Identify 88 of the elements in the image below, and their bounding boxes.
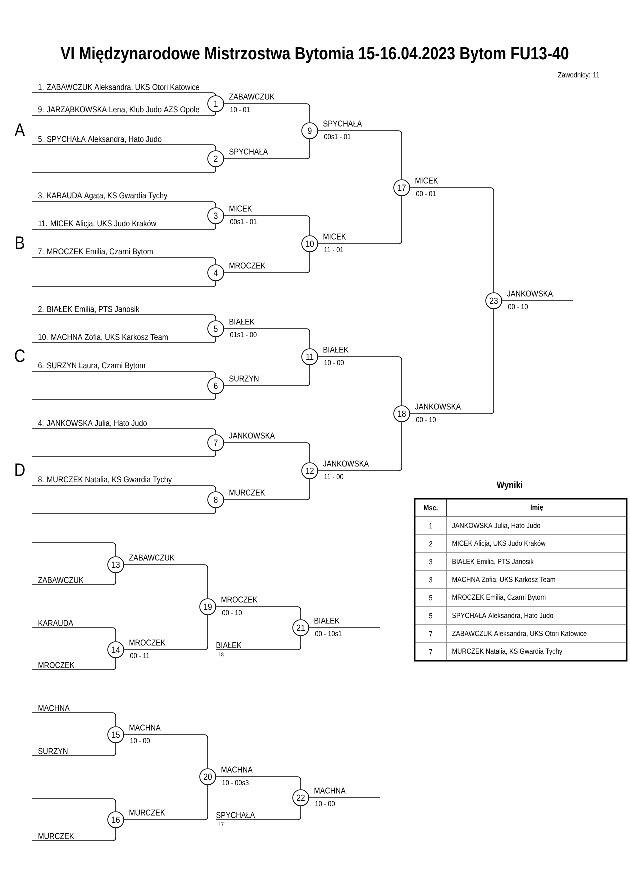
winner-name: BIAŁEK (324, 346, 349, 353)
bracket-line (318, 196, 402, 244)
bracket-line (318, 356, 402, 406)
competitor-name: 10. MACHNA Zofia, UKS Karkosz Team (38, 334, 168, 342)
bracket-line (32, 202, 216, 208)
competitor-name: SURZYN (38, 748, 68, 754)
competitor-name: 8. MURCZEK Natalia, KS Gwardia Tychy (38, 476, 172, 484)
bracket-line (224, 216, 310, 236)
winner-name: JANKOWSKA (229, 432, 276, 439)
winner-name: MACHNA (314, 788, 346, 794)
bracket-line (32, 144, 216, 151)
bracket-line (224, 479, 310, 500)
bracket-line (224, 252, 310, 274)
pool-letter: B (16, 236, 24, 250)
bracket-line (124, 615, 208, 650)
bracket-line (216, 636, 302, 650)
competitor-name: 2. BIAŁEK Emilia, PTS Janosik (38, 306, 140, 314)
bracket-line (32, 628, 116, 642)
bracket-line (216, 606, 302, 620)
winner-name: MROCZEK (130, 640, 166, 646)
bracket-line (318, 130, 402, 180)
competitor-name: SPYCHAŁA (216, 812, 256, 818)
bracket-line (32, 337, 216, 344)
bracket-line (32, 372, 216, 378)
winner-name: MURCZEK (130, 810, 166, 816)
bracket-line (32, 92, 216, 96)
competitor-name: 1. ZABAWCZUK Aleksandra, UKS Otori Katowice (38, 84, 200, 92)
competitor-name: 9. JARZĄBKOWSKA Lena, Klub Judo AZS Opole (38, 106, 200, 114)
winner-name: JANKOWSKA (507, 290, 554, 297)
winner-name: ZABAWCZUK (229, 94, 275, 100)
winner-name: JANKOWSKA (323, 460, 370, 467)
winner-name: BIAŁEK (314, 618, 340, 624)
bracket-line (32, 828, 116, 842)
competitor-name: MACHNA (38, 705, 70, 712)
competitor-name: KARAUDA (38, 620, 74, 626)
bracket-line (410, 309, 494, 414)
bracket-line (224, 328, 310, 349)
bracket-line (216, 806, 302, 820)
bracket-line (32, 743, 116, 756)
pool-letter: C (15, 350, 25, 362)
bracket-line (224, 104, 310, 123)
bracket-line (502, 300, 574, 302)
competitor-name: ZABAWCZUK (38, 577, 84, 584)
bracket-line (32, 573, 116, 586)
winner-name: MROCZEK (222, 596, 258, 603)
bracket-line (32, 486, 216, 492)
bracket-line (32, 314, 216, 321)
competitor-name: 3. KARAUDA Agata, KS Gwardia Tychy (38, 192, 168, 200)
winner-name: SPYCHAŁA (324, 120, 362, 127)
winner-name: MACHNA (222, 766, 253, 773)
table-title: Wyniki (496, 482, 523, 490)
competitor-name: MROCZEK (38, 662, 75, 668)
bracket-line (224, 139, 310, 160)
bracket-line (124, 564, 208, 599)
winner-name: MURCZEK (230, 490, 266, 496)
winner-name: SURZYN (230, 376, 259, 382)
winner-name: MICEK (230, 206, 252, 212)
pool-letter: D (16, 464, 25, 476)
bracket-line (32, 258, 216, 265)
bracket-line (32, 658, 116, 670)
bracket-line (410, 188, 494, 293)
competitor-name: 11. MICEK Alicja, UKS Judo Kraków (38, 220, 157, 228)
competitor-name: 6. SURZYN Laura, Czarni Bytom (38, 362, 146, 370)
competitor-name: MURCZEK (38, 833, 74, 840)
winner-name: BIAŁEK (230, 318, 255, 325)
bracket-line (32, 428, 216, 435)
competitor-name: BIAŁEK (216, 642, 242, 648)
bracket-line (224, 442, 310, 463)
title: VI Międzynarodowe Mistrzostwa Bytomia 15-16.04.2023 Bytom FU13-40 (60, 46, 569, 64)
winner-name: MICEK (324, 234, 346, 240)
winner-name: MROCZEK (230, 262, 266, 269)
competitor-name: 5. SPYCHAŁA Aleksandra, Hato Judo (38, 136, 162, 144)
winner-name: SPYCHAŁA (230, 148, 268, 155)
competitor-name: 4. JANKOWSKA Julia, Hato Judo (38, 420, 148, 428)
winner-name: ZABAWCZUK (129, 554, 175, 561)
bracket-line (124, 785, 208, 820)
bracket-line (32, 224, 216, 230)
bracket-line (32, 712, 116, 727)
winner-name: MICEK (416, 178, 438, 184)
winner-name: JANKOWSKA (415, 404, 462, 410)
pool-letter: A (14, 124, 26, 136)
bracket-line (224, 365, 310, 386)
bracket-line (216, 776, 302, 790)
bracket-line (124, 734, 208, 769)
bracket-line (32, 112, 216, 116)
winner-name: MACHNA (130, 724, 161, 731)
competitor-name: 7. MROCZEK Emilia, Czarni Bytom (38, 248, 153, 256)
bracket-line (318, 422, 402, 472)
